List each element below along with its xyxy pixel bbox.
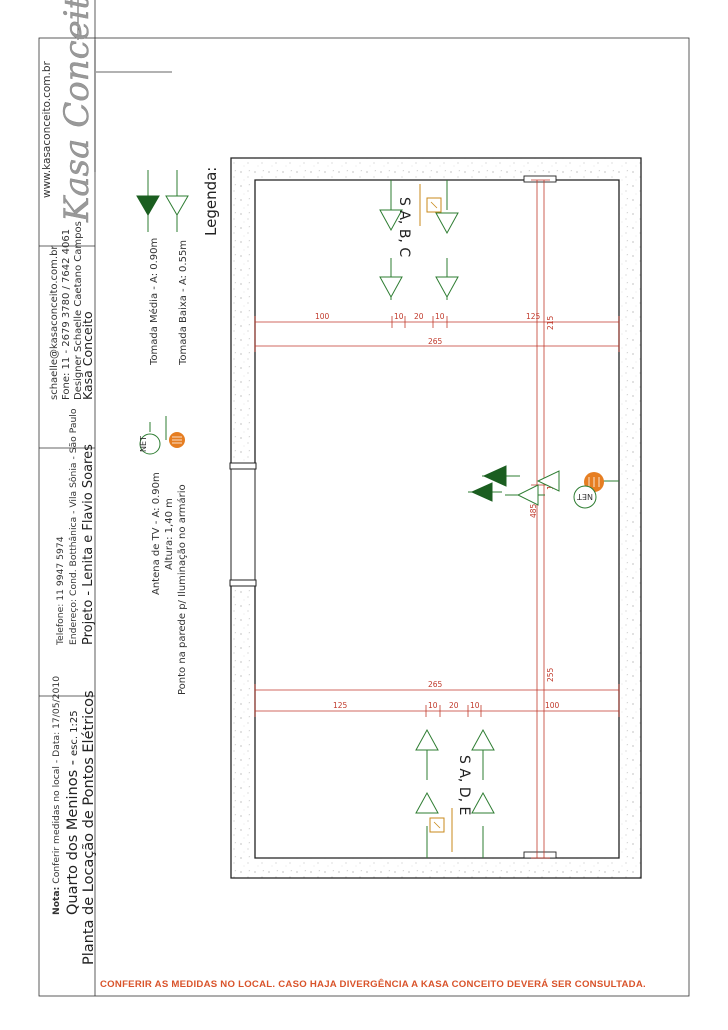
company-phone: Fone: 11 - 2679 3780 / 7642 4061 bbox=[61, 229, 72, 400]
company-logo: Kasa Conceito bbox=[57, 0, 97, 223]
dim-top-20: 20 bbox=[414, 312, 424, 321]
project-title: Projeto - Lenita e Flavio Soares bbox=[81, 444, 96, 645]
dim-top-215: 215 bbox=[546, 315, 555, 330]
legend-item-outlet-mid: Tomada Média - A: 0.90m bbox=[148, 238, 160, 366]
dim-bot-10a: 10 bbox=[428, 701, 438, 710]
plan-room: Quarto dos Meninos - esc. 1:25 bbox=[65, 710, 81, 915]
net-outlet bbox=[573, 485, 597, 509]
legend-item-outlet-low: Tomada Baixa - A: 0.55m bbox=[178, 240, 189, 366]
company-website[interactable]: www.kasaconceito.com.br bbox=[41, 61, 53, 198]
dimension-lines bbox=[254, 179, 620, 859]
switch-label-top: S A, B, C bbox=[396, 197, 412, 257]
plan-note: Nota: Conferir medidas no local - Data: 1… bbox=[51, 676, 62, 915]
dim-bot-100: 100 bbox=[545, 701, 560, 710]
sheet-border bbox=[38, 37, 690, 997]
dim-bot-20: 20 bbox=[449, 701, 459, 710]
switch-label-bottom: S A, D, E bbox=[456, 755, 472, 815]
legend-item-light-point: Ponto na parede p/ Iluminação no armário bbox=[176, 484, 188, 695]
plan-room-name: Quarto dos Meninos - bbox=[65, 760, 81, 915]
outlet-low-icon bbox=[165, 170, 189, 232]
dim-top-10a: 10 bbox=[394, 312, 404, 321]
legend-item-light-height: Altura: 1,40 m bbox=[164, 498, 175, 570]
designer-name: Designer Schaelle Caetano Campos bbox=[73, 221, 84, 400]
tv-antenna-icon: NET bbox=[139, 422, 161, 455]
plan-note-text: Conferir medidas no local - Data: 17/05/… bbox=[51, 676, 62, 884]
dimension-labels: 100 10 20 10 125 265 215 115 485 125 10 … bbox=[315, 312, 560, 710]
dim-top-10b: 10 bbox=[435, 312, 445, 321]
outlet-mid-icon bbox=[136, 170, 160, 232]
dim-bot-265: 265 bbox=[428, 680, 443, 689]
title-block: Kasa Conceito www.kasaconceito.com.br Ka… bbox=[39, 0, 97, 996]
plan-title: Planta de Locação de Pontos Elétricos bbox=[81, 690, 97, 965]
legend: Legenda: Tomada Baixa - A: 0.55m Tomada … bbox=[148, 167, 220, 695]
company-name: Kasa Conceito bbox=[80, 311, 95, 400]
project-address: Endereço: Cond. Botthânica - Vila Sônia … bbox=[68, 408, 79, 645]
dim-top-125: 125 bbox=[526, 312, 541, 321]
dim-bot-125: 125 bbox=[333, 701, 348, 710]
legend-title: Legenda: bbox=[202, 167, 220, 236]
tv-antenna-label: NET bbox=[139, 436, 148, 452]
outlet-group-bottom: S A, D, E bbox=[415, 728, 495, 858]
legend-item-tv-antenna: Antena de TV - A: 0.90m bbox=[151, 472, 162, 595]
dim-top-100: 100 bbox=[315, 312, 330, 321]
net-outlet-label: NET bbox=[577, 492, 593, 501]
dim-top-265: 265 bbox=[428, 337, 443, 346]
dim-bot-255: 255 bbox=[546, 667, 555, 682]
plan-scale: esc. 1:25 bbox=[69, 710, 80, 756]
outlet-group-top: S A, B, C bbox=[379, 180, 459, 300]
light-point-icon bbox=[165, 416, 185, 448]
wall-points-center: NET bbox=[468, 465, 619, 509]
dim-bot-10b: 10 bbox=[470, 701, 480, 710]
footer-notice: CONFERIR AS MEDIDAS NO LOCAL. CASO HAJA … bbox=[100, 979, 646, 990]
room-walls bbox=[229, 157, 642, 879]
dim-mid-485: 485 bbox=[529, 503, 538, 518]
project-phone: Telefone: 11 9947 5974 bbox=[55, 536, 66, 646]
company-email[interactable]: schaelle@kasaconceito.com.br bbox=[49, 245, 60, 400]
plan-note-label: Nota: bbox=[51, 887, 62, 915]
